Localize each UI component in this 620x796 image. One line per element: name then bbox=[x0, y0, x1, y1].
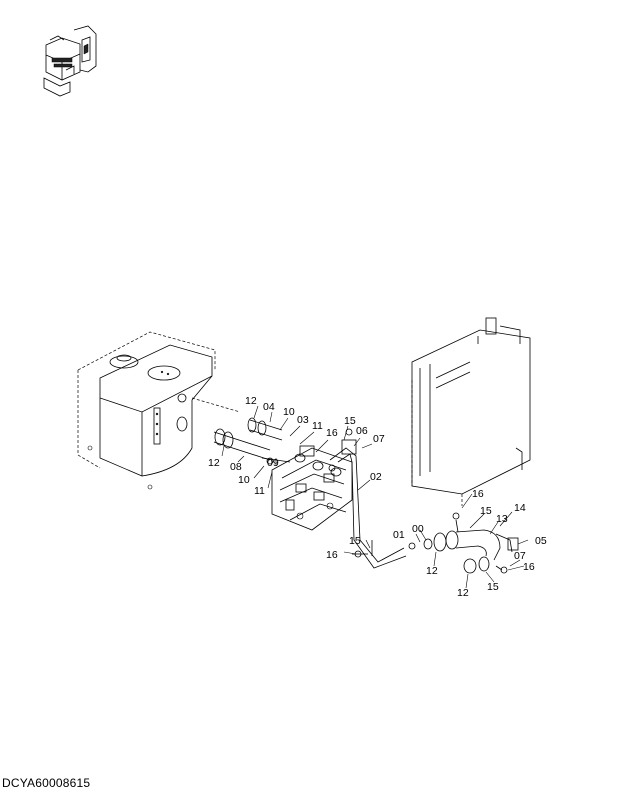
callout-10-b: 10 bbox=[238, 474, 250, 486]
callout-12-c: 12 bbox=[426, 565, 438, 577]
callout-05: 05 bbox=[535, 535, 547, 547]
callout-01: 01 bbox=[393, 529, 405, 541]
callout-16-a: 16 bbox=[326, 427, 338, 439]
document-code: DCYA60008615 bbox=[2, 776, 91, 790]
callout-00: 00 bbox=[412, 523, 424, 535]
callout-15-a: 15 bbox=[344, 415, 356, 427]
callout-15-b: 15 bbox=[480, 505, 492, 517]
callout-16-d: 16 bbox=[326, 549, 338, 561]
callout-10-a: 10 bbox=[283, 406, 295, 418]
callout-06: 06 bbox=[356, 425, 368, 437]
machine-location-icon bbox=[43, 25, 97, 97]
callout-02: 02 bbox=[370, 471, 382, 483]
callout-03: 03 bbox=[297, 414, 309, 426]
return-pipe bbox=[299, 439, 407, 569]
callout-12-b: 12 bbox=[208, 457, 220, 469]
callout-04: 04 bbox=[263, 401, 275, 413]
callout-16-c: 16 bbox=[523, 561, 535, 573]
callout-15-c: 15 bbox=[349, 535, 361, 547]
callout-07-b: 07 bbox=[514, 550, 526, 562]
callout-07-a: 07 bbox=[373, 433, 385, 445]
callouts: 12 04 10 03 11 16 15 06 07 12 08 09 10 1… bbox=[208, 395, 547, 599]
callout-12-a: 12 bbox=[245, 395, 257, 407]
callout-08: 08 bbox=[230, 461, 242, 473]
control-valve bbox=[271, 447, 353, 531]
cooler-inlet-hose bbox=[328, 428, 519, 574]
suction-hose bbox=[213, 417, 291, 465]
callout-16-b: 16 bbox=[472, 488, 484, 500]
oil-cooler bbox=[411, 317, 531, 506]
callout-14: 14 bbox=[514, 502, 526, 514]
callout-11-b: 11 bbox=[254, 485, 265, 497]
hydraulic-tank bbox=[77, 331, 241, 490]
callout-09: 09 bbox=[267, 457, 279, 469]
callout-15-d: 15 bbox=[487, 581, 499, 593]
callout-12-d: 12 bbox=[457, 587, 469, 599]
callout-11-a: 11 bbox=[312, 420, 323, 432]
leader-lines bbox=[221, 405, 529, 589]
callout-13: 13 bbox=[496, 513, 508, 525]
